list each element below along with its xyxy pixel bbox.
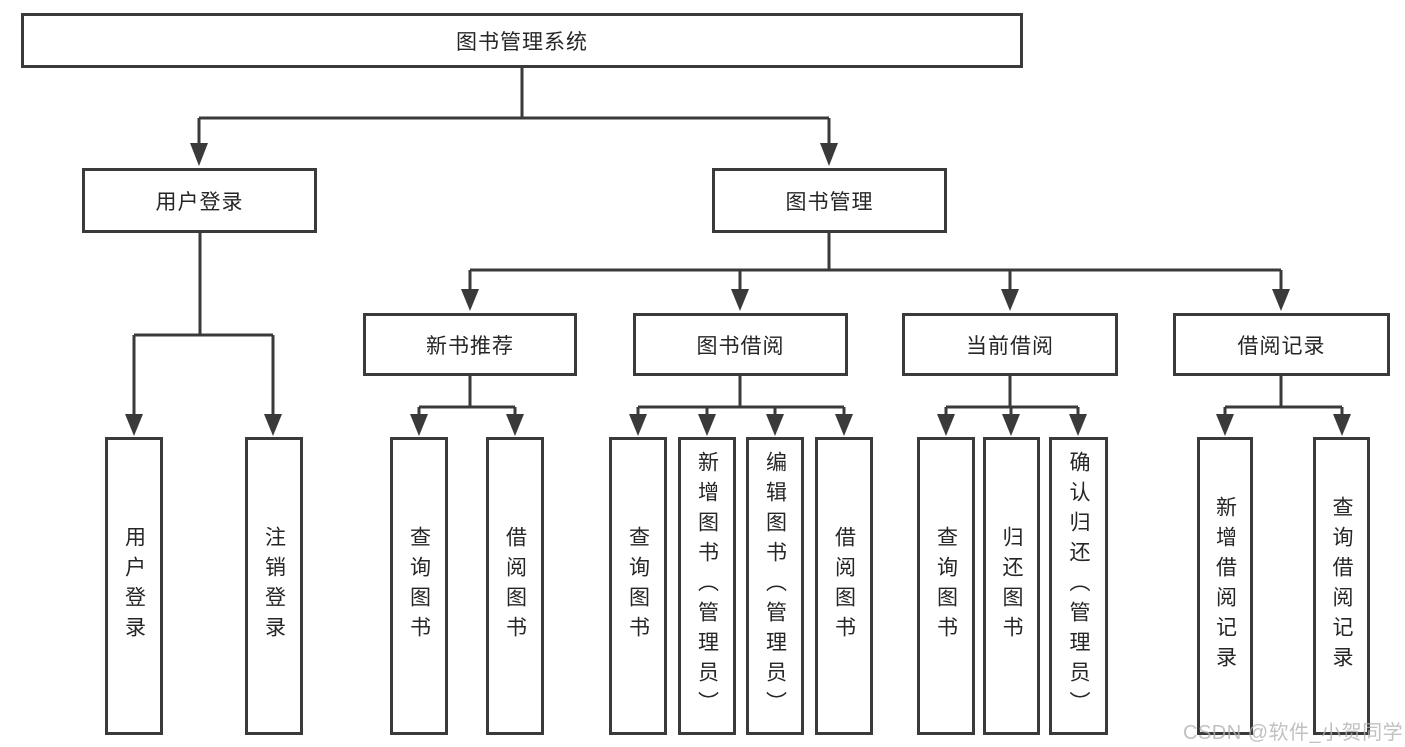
leaf-borrow-borrow-books: 借阅图书 [815,437,873,735]
node-new-book-label: 新书推荐 [426,334,514,358]
node-current-borrow: 当前借阅 [902,313,1118,376]
leaf-user-login: 用户登录 [105,437,163,735]
leaf-logout-login: 注销登录 [245,437,303,735]
node-book-mgmt-label: 图书管理 [785,190,874,214]
connector-new-book [410,376,524,436]
leaf-newbook-query-books: 查询图书 [390,437,448,735]
connector-root [190,68,838,166]
leaf-borrow-query-books: 查询图书 [609,437,667,735]
node-user-login: 用户登录 [82,168,317,233]
leaf-records-query-record: 查询借阅记录 [1313,437,1370,735]
node-book-borrow-label: 图书借阅 [696,334,785,358]
leaf-current-query-books: 查询图书 [917,437,975,735]
connector-book-borrow [629,376,853,436]
connector-borrow-record [1216,376,1351,436]
leaf-current-return-books: 归还图书 [983,437,1040,735]
node-root-system: 图书管理系统 [21,13,1023,68]
leaf-records-add-record: 新增借阅记录 [1197,437,1253,735]
connector-current-borrow [937,376,1087,436]
leaf-borrow-add-books-admin: 新增图书（管理员） [678,437,736,735]
node-borrow-record-label: 借阅记录 [1237,334,1326,358]
node-user-login-label: 用户登录 [155,190,244,214]
node-borrow-record: 借阅记录 [1173,313,1390,376]
node-new-book: 新书推荐 [363,313,577,376]
leaf-current-confirm-return-admin: 确认归还（管理员） [1049,437,1108,735]
leaf-borrow-edit-books-admin: 编辑图书（管理员） [746,437,804,735]
connector-book-mgmt [461,233,1290,311]
node-root-label: 图书管理系统 [456,30,588,54]
node-current-borrow-label: 当前借阅 [966,334,1054,358]
node-book-mgmt: 图书管理 [712,168,947,233]
connector-user-login [125,233,282,436]
leaf-newbook-borrow-books: 借阅图书 [486,437,544,735]
node-book-borrow: 图书借阅 [633,313,848,376]
csdn-watermark: CSDN @软件_小贺同学 [1183,722,1404,744]
